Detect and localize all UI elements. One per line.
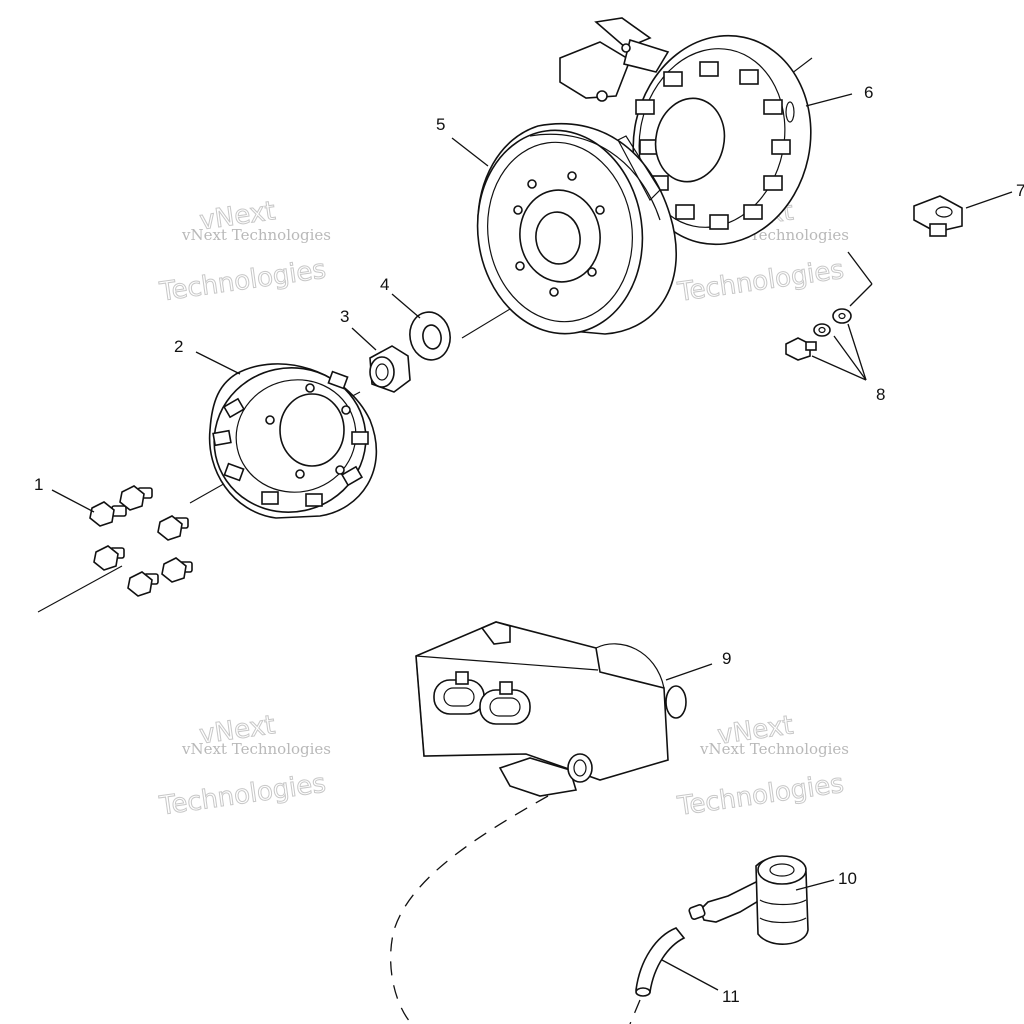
callout-1: 1 bbox=[34, 475, 43, 494]
svg-text:Technologies: Technologies bbox=[675, 255, 846, 308]
starter-cup-part-2 bbox=[208, 363, 378, 519]
bolt-1d bbox=[93, 545, 125, 571]
bolt-1a bbox=[89, 501, 127, 527]
leader-lines bbox=[51, 93, 1013, 991]
svg-text:Technologies: Technologies bbox=[675, 769, 846, 822]
watermark-bottom-left: vNext vNext Technologies Technologies bbox=[157, 710, 331, 823]
callout-8: 8 bbox=[876, 385, 885, 404]
callout-labels: 1 2 3 4 5 6 7 8 9 10 11 bbox=[34, 83, 1024, 1006]
callout-9: 9 bbox=[722, 649, 731, 668]
bolt-1b bbox=[119, 485, 153, 511]
callout-3: 3 bbox=[340, 307, 349, 326]
svg-text:Technologies: Technologies bbox=[157, 769, 328, 822]
clip-part-7 bbox=[913, 195, 963, 237]
svg-text:vNext Technologies: vNext Technologies bbox=[181, 226, 331, 244]
bolts-part-1 bbox=[89, 485, 193, 597]
wire-end-dashed bbox=[629, 999, 641, 1024]
callout-2: 2 bbox=[174, 337, 183, 356]
callout-4: 4 bbox=[380, 275, 389, 294]
high-tension-wire-dashed bbox=[390, 795, 549, 1024]
bolt-1f bbox=[127, 571, 159, 597]
bolt-1c bbox=[157, 515, 189, 541]
bolt-1e bbox=[161, 557, 193, 583]
stator-part-6 bbox=[559, 17, 812, 246]
svg-text:Technologies: Technologies bbox=[157, 255, 328, 308]
flywheel-part-5 bbox=[476, 122, 678, 335]
callout-10: 10 bbox=[838, 869, 857, 888]
svg-text:vNext Technologies: vNext Technologies bbox=[699, 740, 849, 758]
svg-text:vNext Technologies: vNext Technologies bbox=[181, 740, 331, 758]
watermark-top-left: vNext vNext Technologies Technologies bbox=[157, 196, 331, 309]
wire-segment-part-11 bbox=[635, 927, 686, 997]
spark-plug-cap-part-10 bbox=[688, 855, 809, 945]
washer-part-4 bbox=[409, 311, 451, 361]
callout-5: 5 bbox=[436, 115, 445, 134]
nut-part-3 bbox=[369, 345, 411, 393]
ignition-module-part-9 bbox=[415, 621, 687, 797]
watermark-bottom-right: vNext vNext Technologies Technologies bbox=[675, 710, 849, 823]
screw-washer-set-part-8 bbox=[785, 251, 873, 361]
callout-6: 6 bbox=[864, 83, 873, 102]
callout-11: 11 bbox=[722, 987, 740, 1006]
callout-7: 7 bbox=[1016, 181, 1024, 200]
